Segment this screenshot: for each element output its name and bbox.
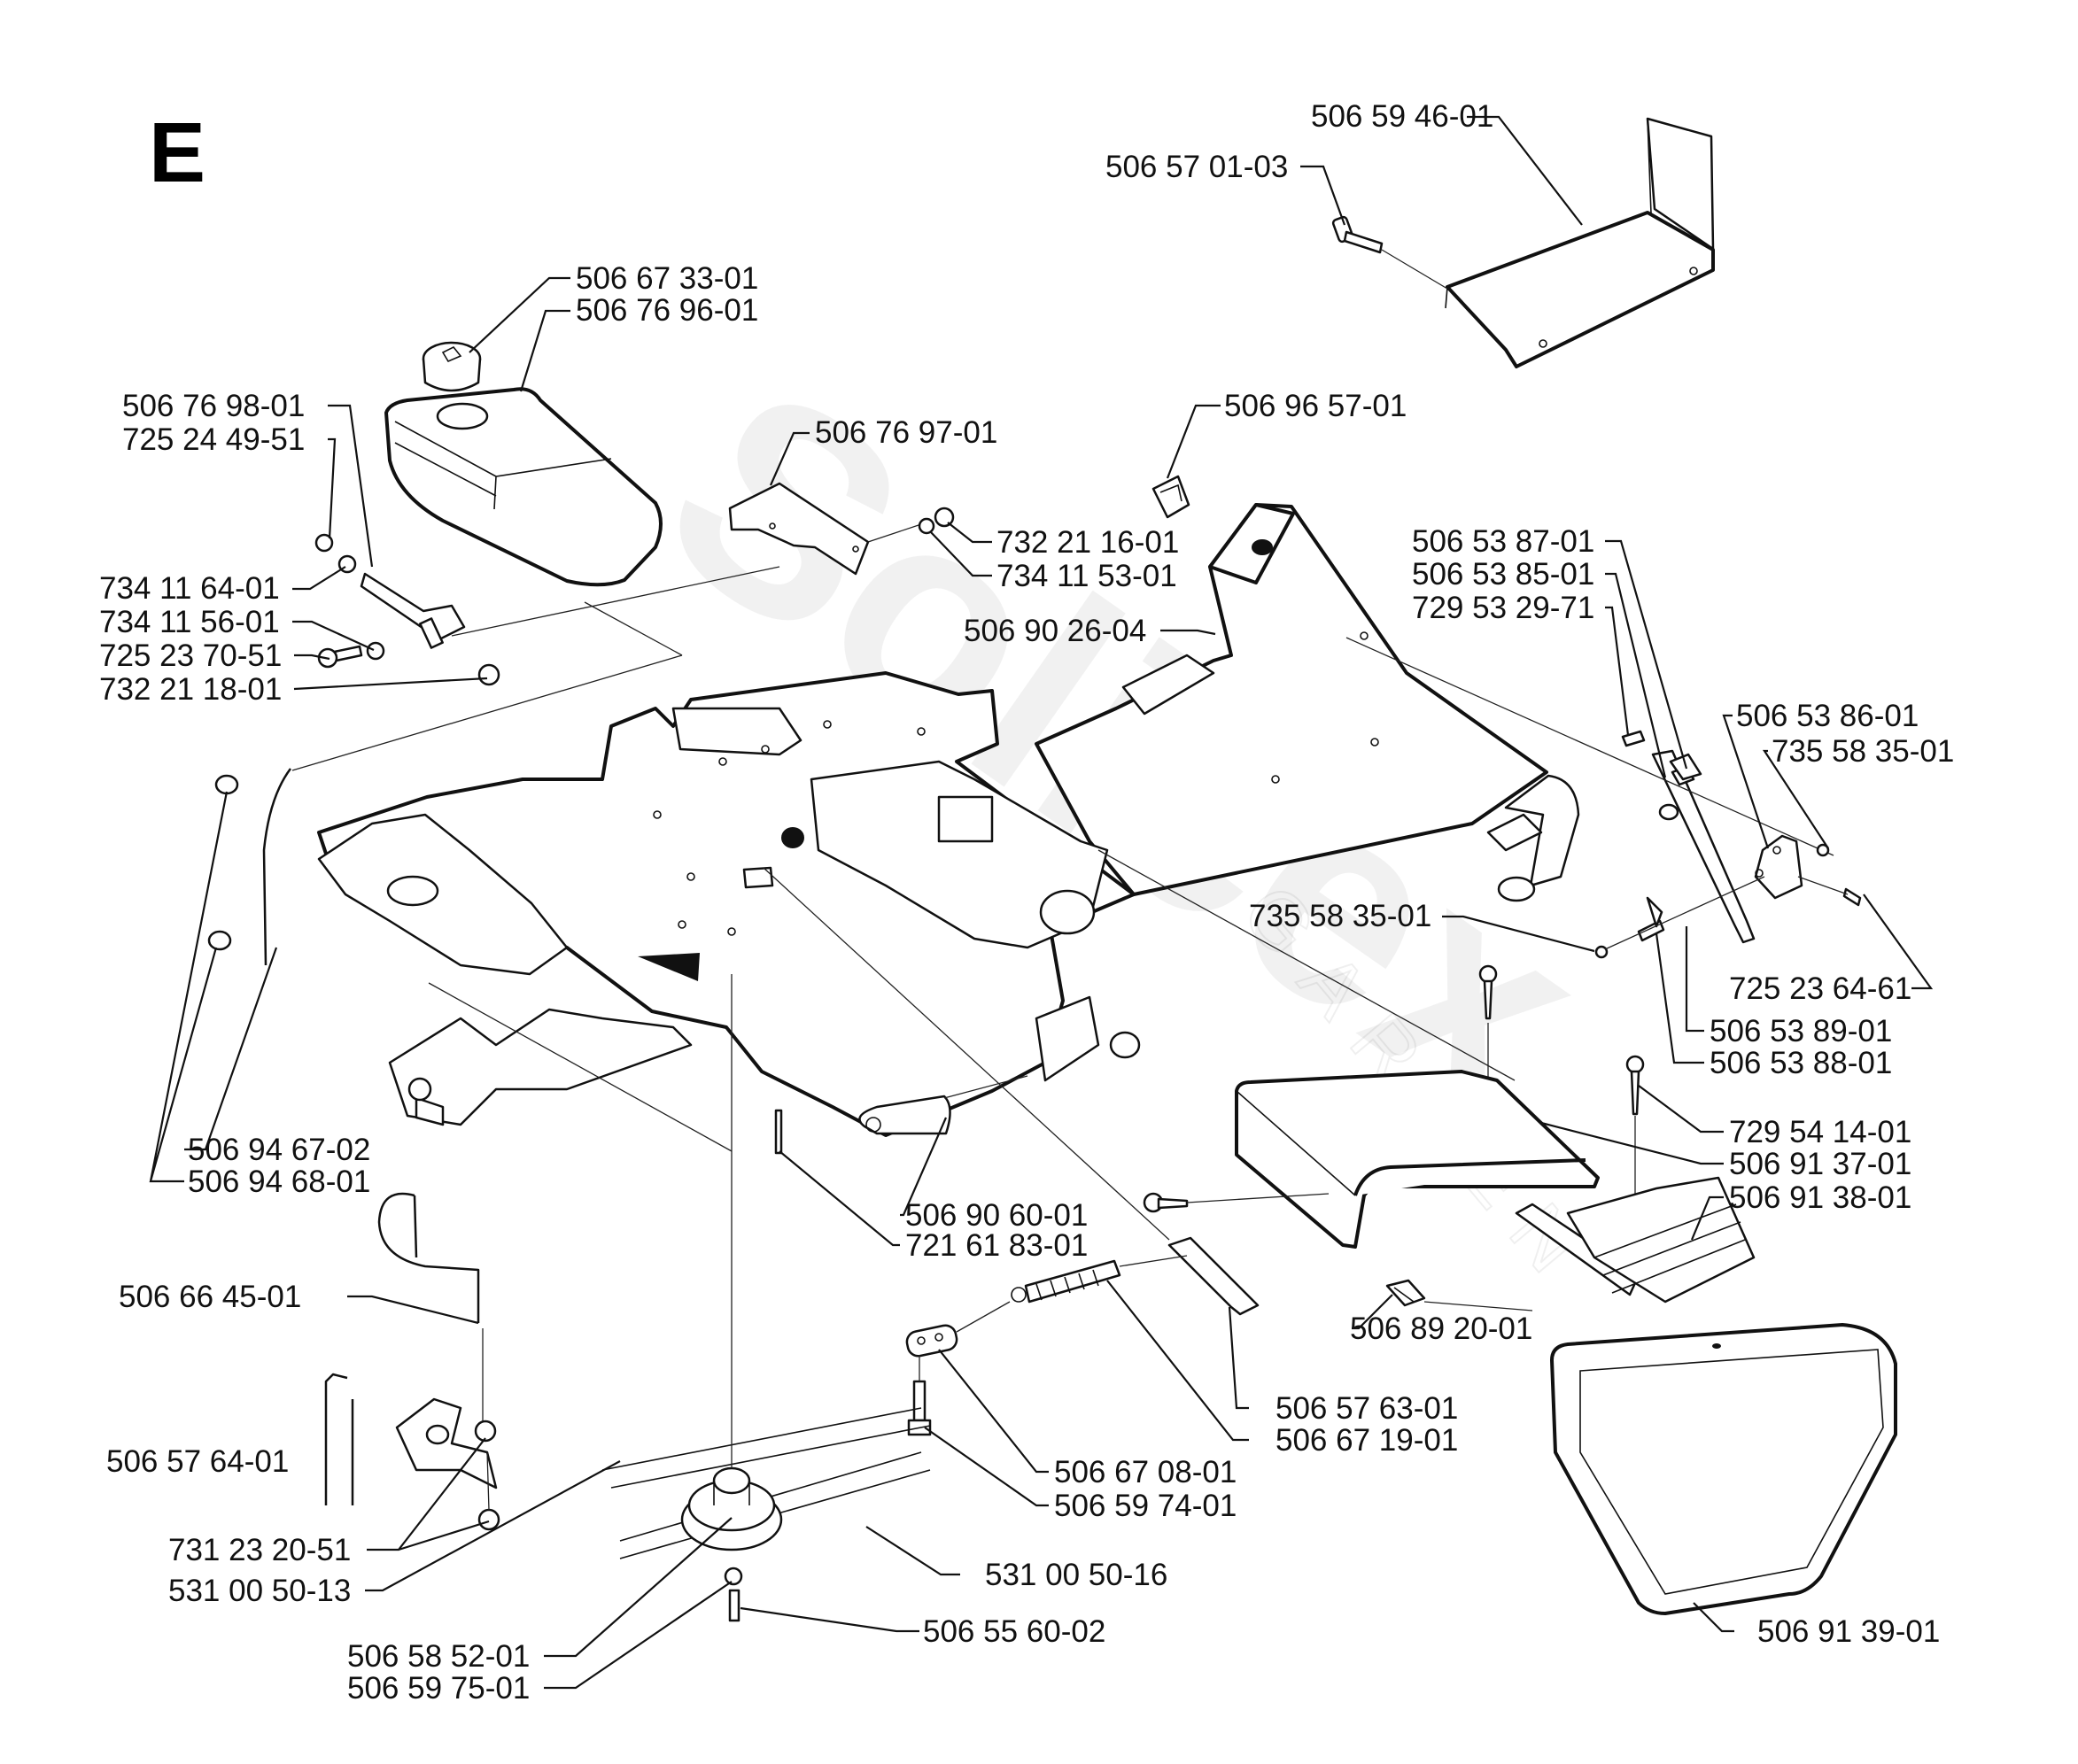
pin-721-61-83[interactable] xyxy=(774,1109,783,1155)
label-506-76-98-01[interactable]: 506 76 98-01 xyxy=(122,389,305,423)
leader-lines xyxy=(149,115,1934,1690)
nut-731-23-20-lower[interactable] xyxy=(477,1508,500,1531)
label-506-94-68-01[interactable]: 506 94 68-01 xyxy=(188,1164,370,1199)
main-frame[interactable] xyxy=(1035,503,1580,902)
label-506-57-64-01[interactable]: 506 57 64-01 xyxy=(106,1444,289,1479)
label-734-11-56-01[interactable]: 734 11 56-01 xyxy=(99,605,280,639)
label-735-58-35-01-lower[interactable]: 735 58 35-01 xyxy=(1249,899,1431,933)
label-506-53-88-01[interactable]: 506 53 88-01 xyxy=(1710,1046,1892,1080)
fuel-cap[interactable] xyxy=(422,341,482,392)
label-506-59-46-01[interactable]: 506 59 46-01 xyxy=(1311,99,1493,134)
tank-strap[interactable] xyxy=(360,572,466,649)
rear-bracket[interactable] xyxy=(1515,1176,1756,1304)
section-letter: E xyxy=(149,105,205,200)
label-506-91-38-01[interactable]: 506 91 38-01 xyxy=(1729,1180,1911,1215)
label-506-96-57-01[interactable]: 506 96 57-01 xyxy=(1224,389,1407,423)
label-506-53-85-01[interactable]: 506 53 85-01 xyxy=(1412,557,1594,592)
label-531-00-50-13[interactable]: 531 00 50-13 xyxy=(168,1574,351,1608)
clip-bracket[interactable] xyxy=(1385,1279,1426,1307)
fuel-hose[interactable] xyxy=(262,768,292,966)
label-506-57-01-03[interactable]: 506 57 01-03 xyxy=(1105,150,1288,184)
label-729-53-29-71[interactable]: 729 53 29-71 xyxy=(1412,591,1594,625)
clip-735-58-35-upper[interactable] xyxy=(1816,843,1830,857)
label-531-00-50-16[interactable]: 531 00 50-16 xyxy=(985,1558,1167,1592)
label-506-67-33-01[interactable]: 506 67 33-01 xyxy=(576,261,758,296)
label-506-91-39-01[interactable]: 506 91 39-01 xyxy=(1757,1614,1940,1649)
cover-screw[interactable] xyxy=(1143,1192,1189,1213)
nut-732-21-18[interactable] xyxy=(477,663,500,686)
label-721-61-83-01[interactable]: 721 61 83-01 xyxy=(905,1228,1088,1263)
label-506-67-08-01[interactable]: 506 67 08-01 xyxy=(1054,1455,1237,1489)
label-725-23-70-51[interactable]: 725 23 70-51 xyxy=(99,638,282,673)
hose-clamp-upper[interactable] xyxy=(214,774,239,795)
label-506-89-20-01[interactable]: 506 89 20-01 xyxy=(1350,1311,1532,1346)
rear-cover[interactable] xyxy=(1235,1070,1600,1249)
washer-734-11-53[interactable] xyxy=(918,517,935,535)
hose-clamp-lower[interactable] xyxy=(207,930,232,951)
label-506-90-60-01[interactable]: 506 90 60-01 xyxy=(905,1198,1088,1233)
washer-506-59-75[interactable] xyxy=(724,1567,743,1586)
label-506-58-52-01[interactable]: 506 58 52-01 xyxy=(347,1639,530,1674)
label-506-59-74-01[interactable]: 506 59 74-01 xyxy=(1054,1489,1237,1523)
spring-clip-506-53-89[interactable] xyxy=(1646,896,1663,928)
belt-upper[interactable] xyxy=(601,1407,931,1489)
adjuster-plate[interactable] xyxy=(905,1323,959,1358)
bolt-506-55-60[interactable] xyxy=(728,1589,740,1622)
label-506-66-45-01[interactable]: 506 66 45-01 xyxy=(119,1280,301,1314)
label-735-58-35-01-upper[interactable]: 735 58 35-01 xyxy=(1772,734,1954,769)
label-506-76-97-01[interactable]: 506 76 97-01 xyxy=(815,415,997,450)
fuel-tank[interactable] xyxy=(384,387,663,587)
label-732-21-16-01[interactable]: 732 21 16-01 xyxy=(996,525,1179,560)
front-chassis[interactable] xyxy=(317,671,1141,1137)
nut-732-21-16[interactable] xyxy=(934,507,955,528)
label-729-54-14-01[interactable]: 729 54 14-01 xyxy=(1729,1115,1911,1149)
screw-729-53-29[interactable] xyxy=(1621,730,1646,747)
control-rod[interactable] xyxy=(324,1373,354,1505)
label-506-57-63-01[interactable]: 506 57 63-01 xyxy=(1275,1391,1458,1426)
washer-734-11-56[interactable] xyxy=(366,641,385,661)
height-lever[interactable] xyxy=(377,1192,480,1323)
label-506-55-60-02[interactable]: 506 55 60-02 xyxy=(923,1614,1105,1649)
label-506-91-37-01[interactable]: 506 91 37-01 xyxy=(1729,1147,1911,1181)
label-506-76-96-01[interactable]: 506 76 96-01 xyxy=(576,293,758,328)
brake-linkage[interactable] xyxy=(1651,749,1803,944)
screw-725-24-49[interactable] xyxy=(314,533,334,553)
label-506-94-67-02[interactable]: 506 94 67-02 xyxy=(188,1133,370,1167)
label-506-53-87-01[interactable]: 506 53 87-01 xyxy=(1412,524,1594,559)
rubber-bumper[interactable] xyxy=(1151,475,1190,519)
label-506-67-19-01[interactable]: 506 67 19-01 xyxy=(1275,1423,1458,1458)
label-725-23-64-61[interactable]: 725 23 64-61 xyxy=(1729,971,1911,1006)
label-732-21-18-01[interactable]: 732 21 18-01 xyxy=(99,672,282,707)
nut-731-23-20-upper[interactable] xyxy=(474,1420,497,1443)
clip-735-58-35-lower[interactable] xyxy=(1594,945,1609,959)
torsion-spring[interactable] xyxy=(858,1095,951,1135)
tank-bracket[interactable] xyxy=(728,482,870,576)
grille-cover[interactable] xyxy=(1550,1323,1897,1615)
screw-725-23-64[interactable] xyxy=(1842,887,1862,907)
label-506-90-26-04[interactable]: 506 90 26-04 xyxy=(964,614,1146,648)
label-506-53-86-01[interactable]: 506 53 86-01 xyxy=(1736,699,1919,733)
screw-729-54-14-b[interactable] xyxy=(1625,1055,1645,1116)
label-506-53-89-01[interactable]: 506 53 89-01 xyxy=(1710,1014,1892,1048)
label-725-24-49-51[interactable]: 725 24 49-51 xyxy=(122,422,305,457)
footrest-plate[interactable] xyxy=(1445,117,1715,368)
part-number-labels: 506 59 46-01 506 57 01-03 506 67 33-01 5… xyxy=(99,99,1954,1706)
tension-spring[interactable] xyxy=(1011,1259,1121,1304)
pulley[interactable] xyxy=(680,1466,783,1551)
label-506-59-75-01[interactable]: 506 59 75-01 xyxy=(347,1671,530,1706)
label-731-23-20-51[interactable]: 731 23 20-51 xyxy=(168,1533,351,1567)
link-plate[interactable] xyxy=(1167,1236,1260,1316)
screw-729-54-14-a[interactable] xyxy=(1478,964,1498,1020)
footrest-screw[interactable] xyxy=(1331,215,1448,290)
label-734-11-64-01[interactable]: 734 11 64-01 xyxy=(99,571,280,606)
label-734-11-53-01[interactable]: 734 11 53-01 xyxy=(996,559,1177,593)
